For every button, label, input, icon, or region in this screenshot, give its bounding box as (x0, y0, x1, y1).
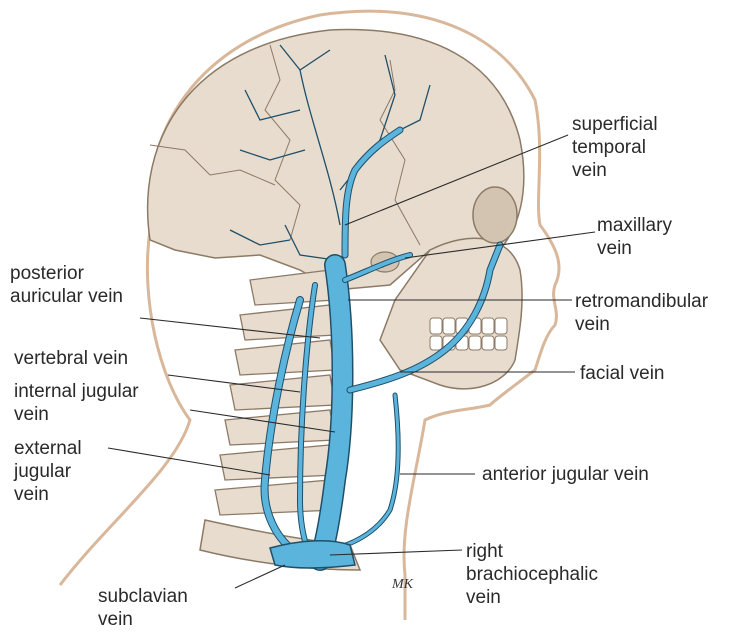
label-retromandibular-vein: retromandibular vein (575, 290, 708, 336)
label-internal-jugular-vein: internal jugular vein (14, 380, 139, 426)
orbit (473, 187, 517, 243)
label-subclavian-vein: subclavian vein (98, 585, 188, 631)
label-anterior-jugular-vein: anterior jugular vein (482, 463, 649, 486)
label-right-brachiocephalic-vein: right brachiocephalic vein (466, 540, 598, 609)
label-vertebral-vein: vertebral vein (14, 347, 128, 370)
label-facial-vein: facial vein (580, 362, 665, 385)
artist-signature: MK (392, 577, 413, 593)
label-superficial-temporal-vein: superficial temporal vein (572, 113, 658, 182)
label-maxillary-vein: maxillary vein (597, 214, 672, 260)
label-external-jugular-vein: external jugular vein (14, 437, 82, 506)
label-posterior-auricular-vein: posterior auricular vein (10, 262, 123, 308)
